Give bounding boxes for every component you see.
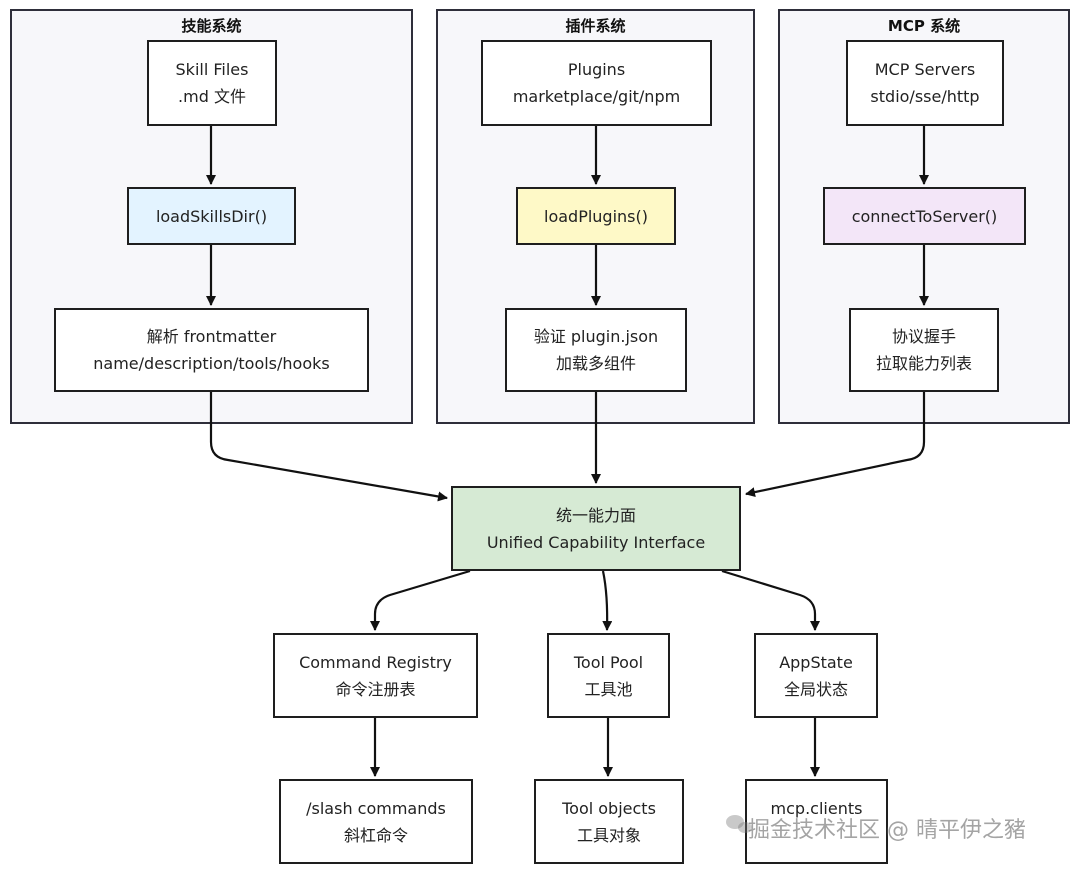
mcp-servers-line2: stdio/sse/http [870, 87, 980, 106]
watermark-logo-icon-2 [738, 822, 752, 833]
watermark-logo-icon [726, 815, 744, 829]
slash-commands-line2: 斜杠命令 [343, 825, 408, 845]
edge-unified-to-app-state [721, 569, 820, 631]
edge-handshake-to-unified [745, 392, 926, 498]
mcp-system-title: MCP 系统 [887, 17, 961, 35]
plugins-source-line1: Plugins [567, 60, 626, 79]
validate-plugin-node: 验证 plugin.json 加载多组件 [505, 308, 687, 392]
command-registry-node: Command Registry 命令注册表 [273, 633, 478, 718]
unified-capability-node: 统一能力面 Unified Capability Interface [451, 486, 741, 571]
connect-to-server-node: connectToServer() [823, 187, 1026, 245]
mcp-servers-node: MCP Servers stdio/sse/http [846, 40, 1004, 126]
tool-pool-node: Tool Pool 工具池 [547, 633, 670, 718]
unified-capability-line2: Unified Capability Interface [486, 532, 706, 552]
unified-capability-line1: 统一能力面 [555, 505, 636, 525]
mcp-servers-line1: MCP Servers [874, 60, 976, 79]
edge-unified-to-command-registry [370, 569, 471, 631]
plugins-source-line2: marketplace/git/npm [512, 87, 681, 106]
protocol-handshake-line2: 拉取能力列表 [875, 354, 972, 373]
parse-frontmatter-line2: name/description/tools/hooks [93, 354, 330, 373]
app-state-line1: AppState [779, 652, 853, 672]
edge-parse-to-unified [209, 392, 448, 502]
plugins-system-title: 插件系统 [565, 17, 626, 35]
edge-unified-to-tool-pool [601, 570, 613, 631]
app-state-line2: 全局状态 [783, 679, 848, 699]
command-registry-line2: 命令注册表 [335, 679, 416, 699]
connect-to-server-label: connectToServer() [851, 206, 998, 226]
load-plugins-node: loadPlugins() [516, 187, 676, 245]
command-registry-line1: Command Registry [299, 652, 452, 672]
app-state-node: AppState 全局状态 [754, 633, 878, 718]
load-skills-dir-node: loadSkillsDir() [127, 187, 296, 245]
protocol-handshake-node: 协议握手 拉取能力列表 [849, 308, 999, 392]
skill-files-node: Skill Files .md 文件 [147, 40, 277, 126]
plugins-source-node: Plugins marketplace/git/npm [481, 40, 712, 126]
validate-plugin-line2: 加载多组件 [555, 354, 636, 373]
load-plugins-label: loadPlugins() [544, 206, 648, 226]
validate-plugin-line1: 验证 plugin.json [533, 327, 659, 346]
slash-commands-node: /slash commands 斜杠命令 [279, 779, 473, 864]
mcp-clients-label: mcp.clients [770, 799, 863, 818]
tool-objects-node: Tool objects 工具对象 [534, 779, 684, 864]
protocol-handshake-line1: 协议握手 [891, 327, 956, 346]
watermark-text: 掘金技术社区 @ 晴平伊之豬 [748, 818, 1026, 843]
skills-system-title: 技能系统 [181, 17, 242, 35]
tool-objects-line1: Tool objects [562, 798, 656, 818]
skill-files-line2: .md 文件 [178, 87, 246, 106]
mcp-clients-node: mcp.clients [745, 779, 888, 864]
tool-objects-line2: 工具对象 [576, 825, 641, 845]
parse-frontmatter-node: 解析 frontmatter name/description/tools/ho… [54, 308, 369, 392]
skill-files-line1: Skill Files [175, 60, 249, 79]
load-skills-dir-label: loadSkillsDir() [155, 206, 268, 226]
slash-commands-line1: /slash commands [306, 798, 446, 818]
parse-frontmatter-line1: 解析 frontmatter [146, 327, 277, 346]
tool-pool-line1: Tool Pool [573, 652, 644, 672]
tool-pool-line2: 工具池 [584, 679, 633, 699]
